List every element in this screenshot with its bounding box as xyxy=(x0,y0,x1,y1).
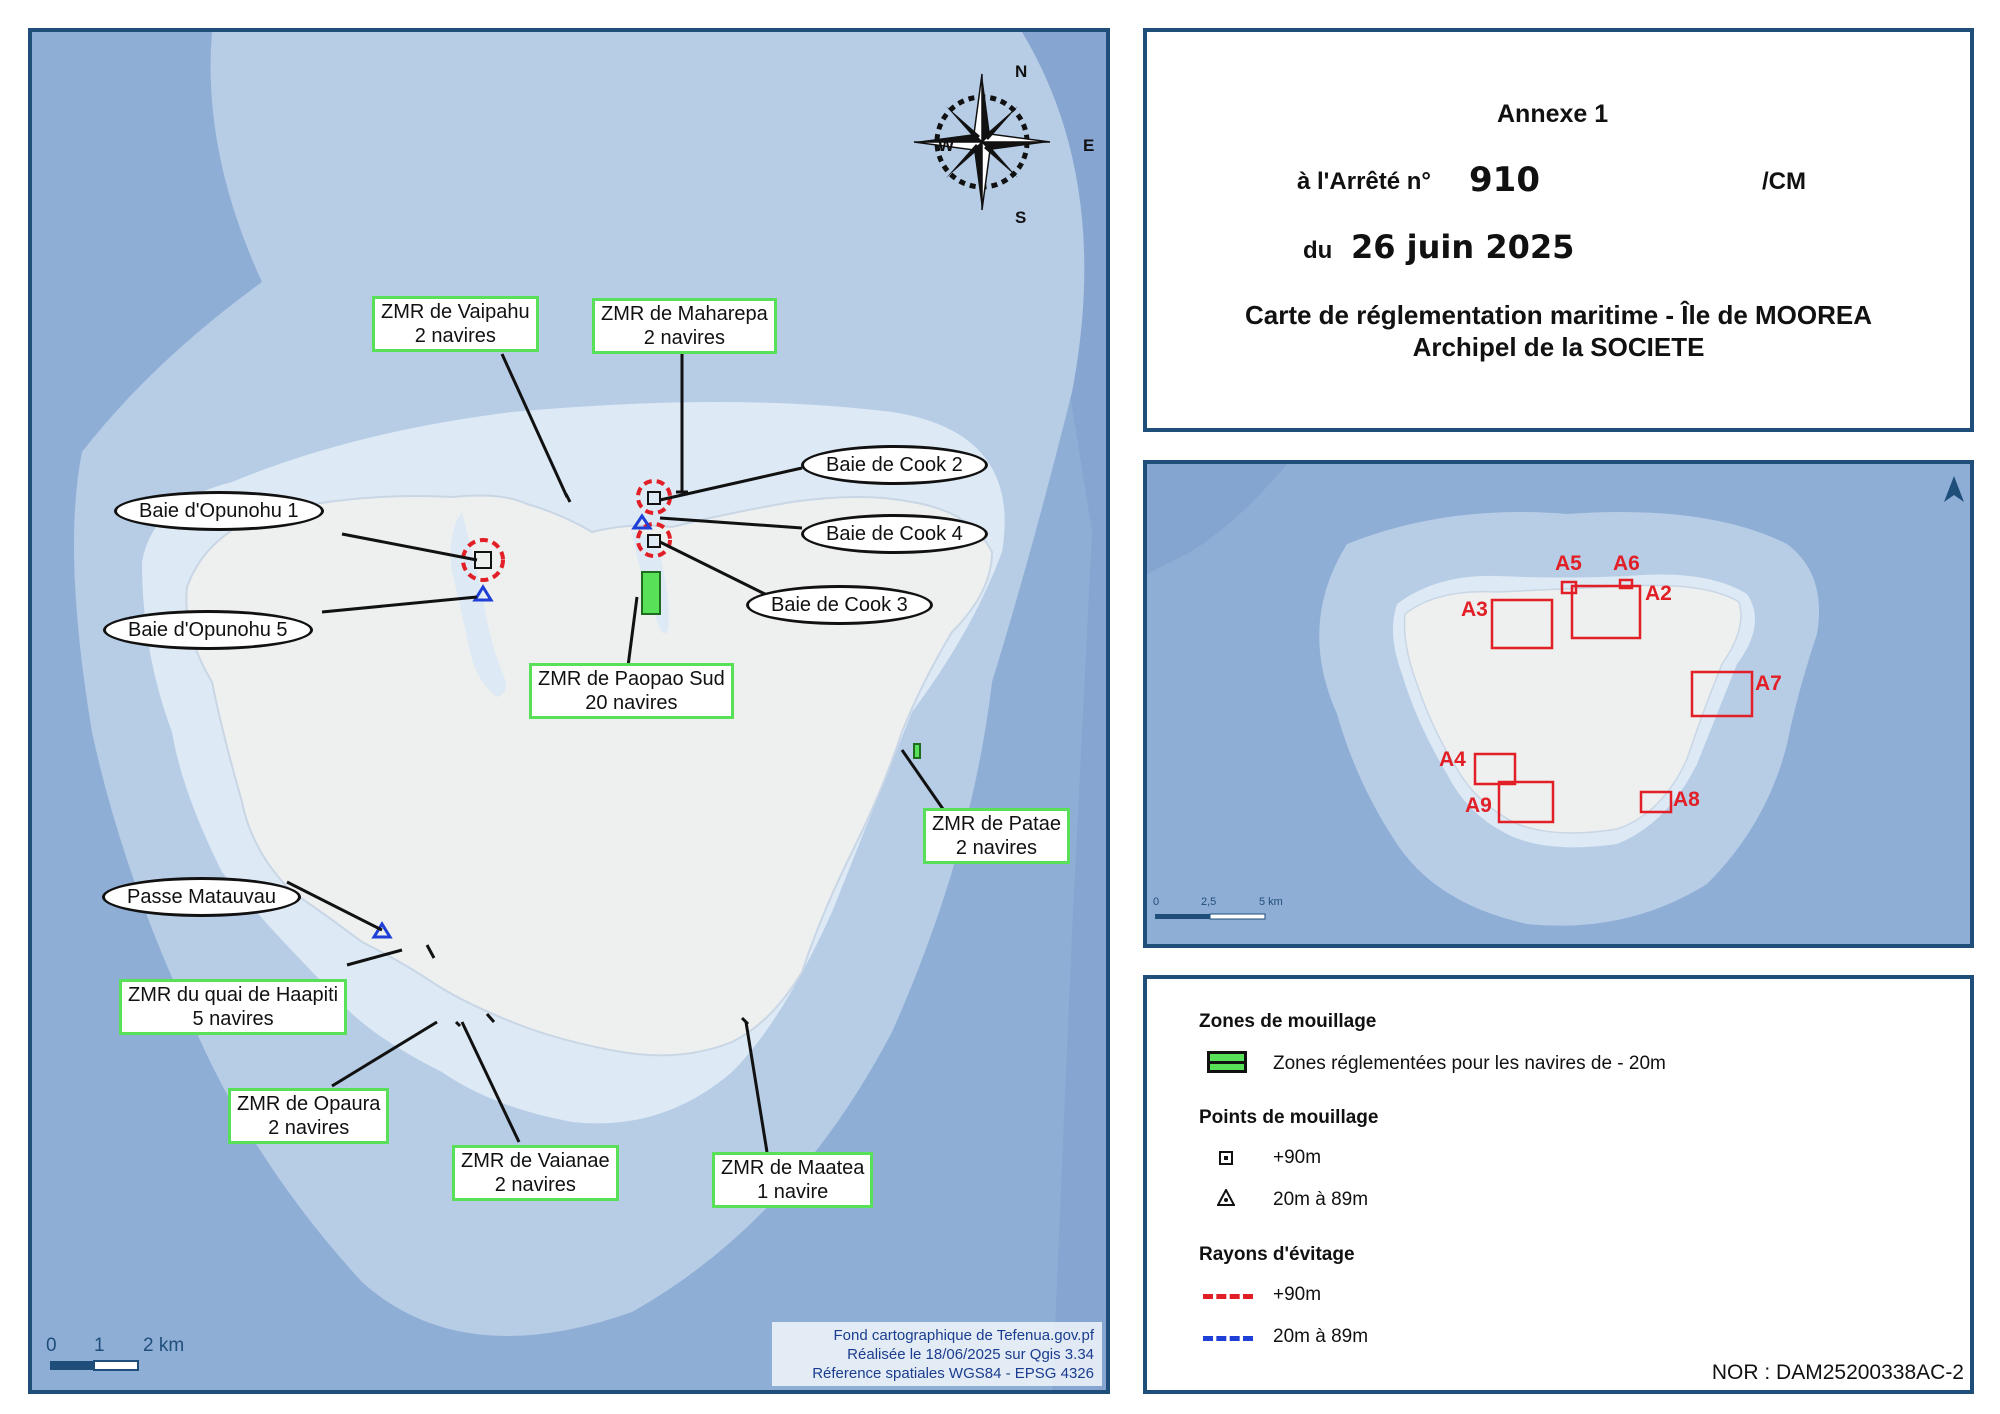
compass-s: S xyxy=(1015,208,1027,227)
legend-zones-title: Zones de mouillage xyxy=(1199,1011,1377,1032)
inset-area-a9: A9 xyxy=(1465,794,1492,817)
legend-rayons-title: Rayons d'évitage xyxy=(1199,1244,1355,1265)
inset-area-a3: A3 xyxy=(1461,598,1488,621)
red-dash-icon xyxy=(1203,1294,1253,1299)
credit-line-1: Fond cartographique de Tefenua.gov.pf xyxy=(833,1327,1094,1344)
nor-reference: NOR : DAM25200338AC-2 xyxy=(1711,1361,1964,1384)
arrete-date: 26 juin 2025 xyxy=(1351,228,1575,266)
legend-zones-item: Zones réglementées pour les navires de -… xyxy=(1273,1053,1666,1074)
zmr-paopao-sud-zone[interactable] xyxy=(641,571,661,615)
inset-scale-bar-2 xyxy=(1209,913,1266,920)
avoid-radius-cook-3 xyxy=(636,522,672,558)
label-baie-cook-2[interactable]: Baie de Cook 2 xyxy=(801,445,988,485)
point-cook-2[interactable] xyxy=(647,491,661,505)
inset-scale-0: 0 xyxy=(1153,896,1160,908)
legend-rayons-item2: 20m à 89m xyxy=(1273,1326,1369,1347)
arrete-prefix: à l'Arrêté n° xyxy=(1297,168,1432,195)
scale-main-2: 2 km xyxy=(143,1335,185,1356)
inset-scale-1: 2,5 xyxy=(1201,896,1217,908)
point-cook-4[interactable] xyxy=(631,513,653,530)
inset-area-a8: A8 xyxy=(1673,788,1700,811)
inset-area-a7: A7 xyxy=(1755,672,1782,695)
scale-main-0: 0 xyxy=(46,1335,57,1356)
inset-north-arrow xyxy=(1944,476,1964,502)
inset-areas xyxy=(1473,578,1754,824)
compass-w: W xyxy=(938,136,955,155)
ocean-dark-band xyxy=(1012,32,1106,1390)
compass-n: N xyxy=(1015,62,1028,81)
legend-points-item1: +90m xyxy=(1273,1147,1322,1168)
legend-points-item2: 20m à 89m xyxy=(1273,1189,1369,1210)
title-box: Annexe 1 à l'Arrêté n° 910 /CM du 26 jui… xyxy=(1143,28,1974,432)
point-cook-3[interactable] xyxy=(647,534,661,548)
inset-map[interactable]: A5 A6 A3 A2 A7 A4 A9 A8 0 2,5 5 km xyxy=(1143,460,1974,948)
inset-area-a5: A5 xyxy=(1555,552,1582,575)
inset-area-a2: A2 xyxy=(1645,582,1672,605)
map-title-line1: Carte de réglementation maritime - Île d… xyxy=(1244,300,1873,330)
legend-points-title: Points de mouillage xyxy=(1199,1107,1379,1128)
leader-lines xyxy=(286,353,954,1153)
moorea-island xyxy=(185,494,994,1057)
inset-area-a6: A6 xyxy=(1613,552,1640,575)
label-baie-cook-4[interactable]: Baie de Cook 4 xyxy=(801,514,988,554)
map-credits: Fond cartographique de Tefenua.gov.pf Ré… xyxy=(772,1322,1102,1386)
legend-zone-swatch xyxy=(1207,1051,1247,1073)
square-point-icon xyxy=(1219,1151,1233,1165)
zmr-markers xyxy=(425,490,750,1028)
legend-box: Zones de mouillage Zones réglementées po… xyxy=(1143,975,1974,1394)
date-prefix: du xyxy=(1303,237,1333,264)
label-passe-matauvau[interactable]: Passe Matauvau xyxy=(102,877,301,917)
inset-scale-2: 5 km xyxy=(1259,896,1283,908)
credit-line-3: Réference spatiales WGS84 - EPSG 4326 xyxy=(812,1365,1094,1382)
label-baie-cook-3[interactable]: Baie de Cook 3 xyxy=(746,585,933,625)
inset-area-a4: A4 xyxy=(1439,748,1466,771)
inset-map-canvas xyxy=(1147,464,1970,944)
map-title-line2: Archipel de la SOCIETE xyxy=(1412,332,1705,362)
point-passe-matauvau[interactable] xyxy=(371,921,393,939)
annexe-title: Annexe 1 xyxy=(1497,100,1609,128)
scale-bar-main xyxy=(50,1360,139,1371)
inset-scale-bar-1 xyxy=(1155,914,1210,919)
compass-rose xyxy=(913,73,1051,211)
scale-main-1: 1 xyxy=(94,1335,105,1356)
avoid-radius-opunohu-1 xyxy=(461,538,505,582)
blue-dash-icon xyxy=(1203,1336,1253,1341)
zmr-patae-zone[interactable] xyxy=(913,743,921,759)
label-baie-opunohu-5[interactable]: Baie d'Opunohu 5 xyxy=(103,610,313,650)
arrete-number: 910 xyxy=(1469,160,1540,200)
point-opunohu-5[interactable] xyxy=(472,584,494,602)
triangle-point-icon xyxy=(1217,1189,1235,1206)
credit-line-2: Réalisée le 18/06/2025 sur Qgis 3.34 xyxy=(847,1346,1094,1363)
inset-island xyxy=(1403,584,1742,834)
legend-rayons-item1: +90m xyxy=(1273,1284,1322,1305)
inset-ocean-dark xyxy=(1147,464,1287,574)
compass-e: E xyxy=(1083,136,1095,155)
label-baie-opunohu-1[interactable]: Baie d'Opunohu 1 xyxy=(114,491,324,531)
arrete-suffix: /CM xyxy=(1762,168,1806,195)
